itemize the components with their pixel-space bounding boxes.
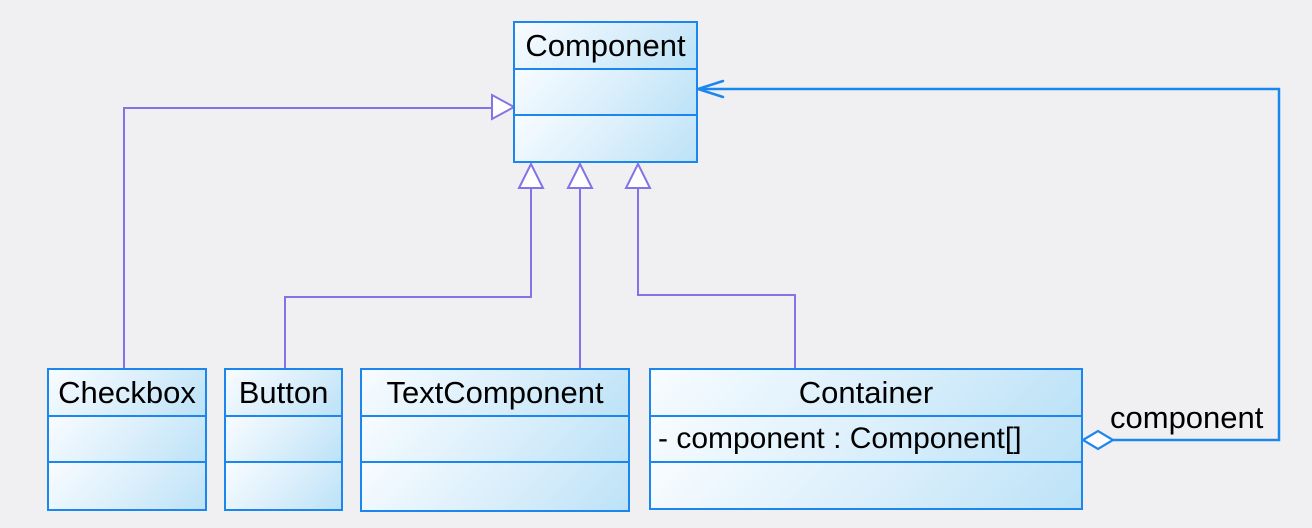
class-box-checkbox[interactable]: Checkbox bbox=[47, 368, 207, 511]
generalization-triangle-icon bbox=[517, 161, 545, 189]
association-role-label: component bbox=[1110, 400, 1264, 435]
class-box-button[interactable]: Button bbox=[224, 368, 343, 511]
class-name: Checkbox bbox=[58, 375, 196, 410]
operations-compartment bbox=[226, 461, 341, 509]
class-box-textcomponent[interactable]: TextComponent bbox=[360, 368, 630, 512]
class-name-compartment: TextComponent bbox=[362, 370, 628, 415]
aggregation-diamond-icon bbox=[1080, 429, 1116, 451]
association-line bbox=[700, 87, 1281, 442]
open-arrowhead-icon bbox=[693, 79, 725, 99]
class-box-component[interactable]: Component bbox=[513, 21, 698, 163]
class-name: Component bbox=[525, 28, 686, 63]
generalization-connector-textcomponent bbox=[566, 161, 594, 368]
class-name-compartment: Component bbox=[515, 23, 696, 68]
operations-compartment bbox=[515, 114, 696, 161]
aggregation-connector-container-component bbox=[693, 79, 1281, 451]
attribute-text: - component : Component[] bbox=[658, 422, 1022, 455]
attributes-compartment bbox=[226, 415, 341, 461]
generalization-triangle-icon bbox=[566, 161, 594, 189]
class-name: Container bbox=[798, 375, 934, 410]
generalization-line bbox=[284, 188, 532, 368]
class-box-container[interactable]: Container - component : Component[] bbox=[649, 368, 1083, 510]
generalization-connector-button bbox=[284, 161, 545, 368]
operations-compartment bbox=[651, 461, 1081, 508]
class-name: Button bbox=[238, 375, 329, 410]
generalization-triangle-icon bbox=[624, 161, 652, 189]
generalization-triangle-icon bbox=[491, 93, 517, 121]
class-name: TextComponent bbox=[386, 375, 604, 410]
generalization-connector-container bbox=[624, 161, 796, 368]
attributes-compartment: - component : Component[] bbox=[651, 415, 1081, 461]
generalization-line bbox=[637, 188, 796, 368]
attributes-compartment bbox=[49, 415, 205, 461]
attributes-compartment bbox=[515, 68, 696, 114]
generalization-line bbox=[123, 107, 492, 368]
attributes-compartment bbox=[362, 415, 628, 461]
generalization-connector-checkbox bbox=[123, 93, 517, 368]
class-name-compartment: Checkbox bbox=[49, 370, 205, 415]
class-name-compartment: Button bbox=[226, 370, 341, 415]
operations-compartment bbox=[362, 461, 628, 510]
operations-compartment bbox=[49, 461, 205, 509]
class-name-compartment: Container bbox=[651, 370, 1081, 415]
